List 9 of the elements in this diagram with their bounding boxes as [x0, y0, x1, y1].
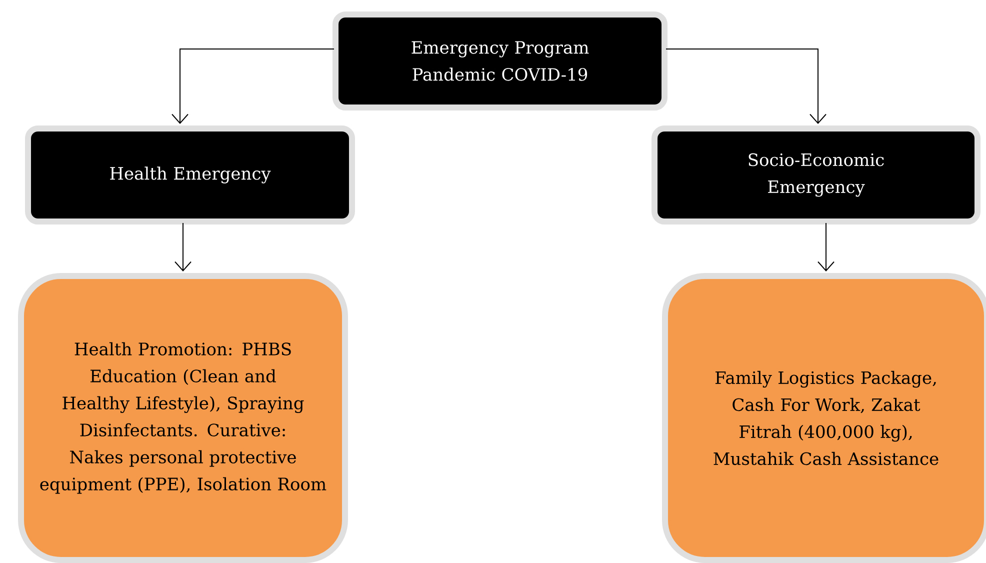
activity-box: Family Logistics Package, Cash For Work, Zakat Fitrah (400,000 kg), Mustahik Cash Assistance [662, 273, 986, 563]
activity-box: Health Promotion: PHBS Education (Clean and Healthy Lifestyle), Spraying Disinfectants. Curative: Nakes personal protective equipment (PPE), Isolation Room [18, 273, 348, 563]
category-box: Socio-Economic Emergency [652, 126, 980, 224]
arrow [174, 222, 192, 272]
arrow [666, 48, 826, 124]
title-box: Emergency Program Pandemic COVID-19 [332, 12, 668, 110]
category-box: Health Emergency [25, 126, 355, 224]
arrow [818, 222, 834, 272]
arrow [172, 48, 334, 124]
